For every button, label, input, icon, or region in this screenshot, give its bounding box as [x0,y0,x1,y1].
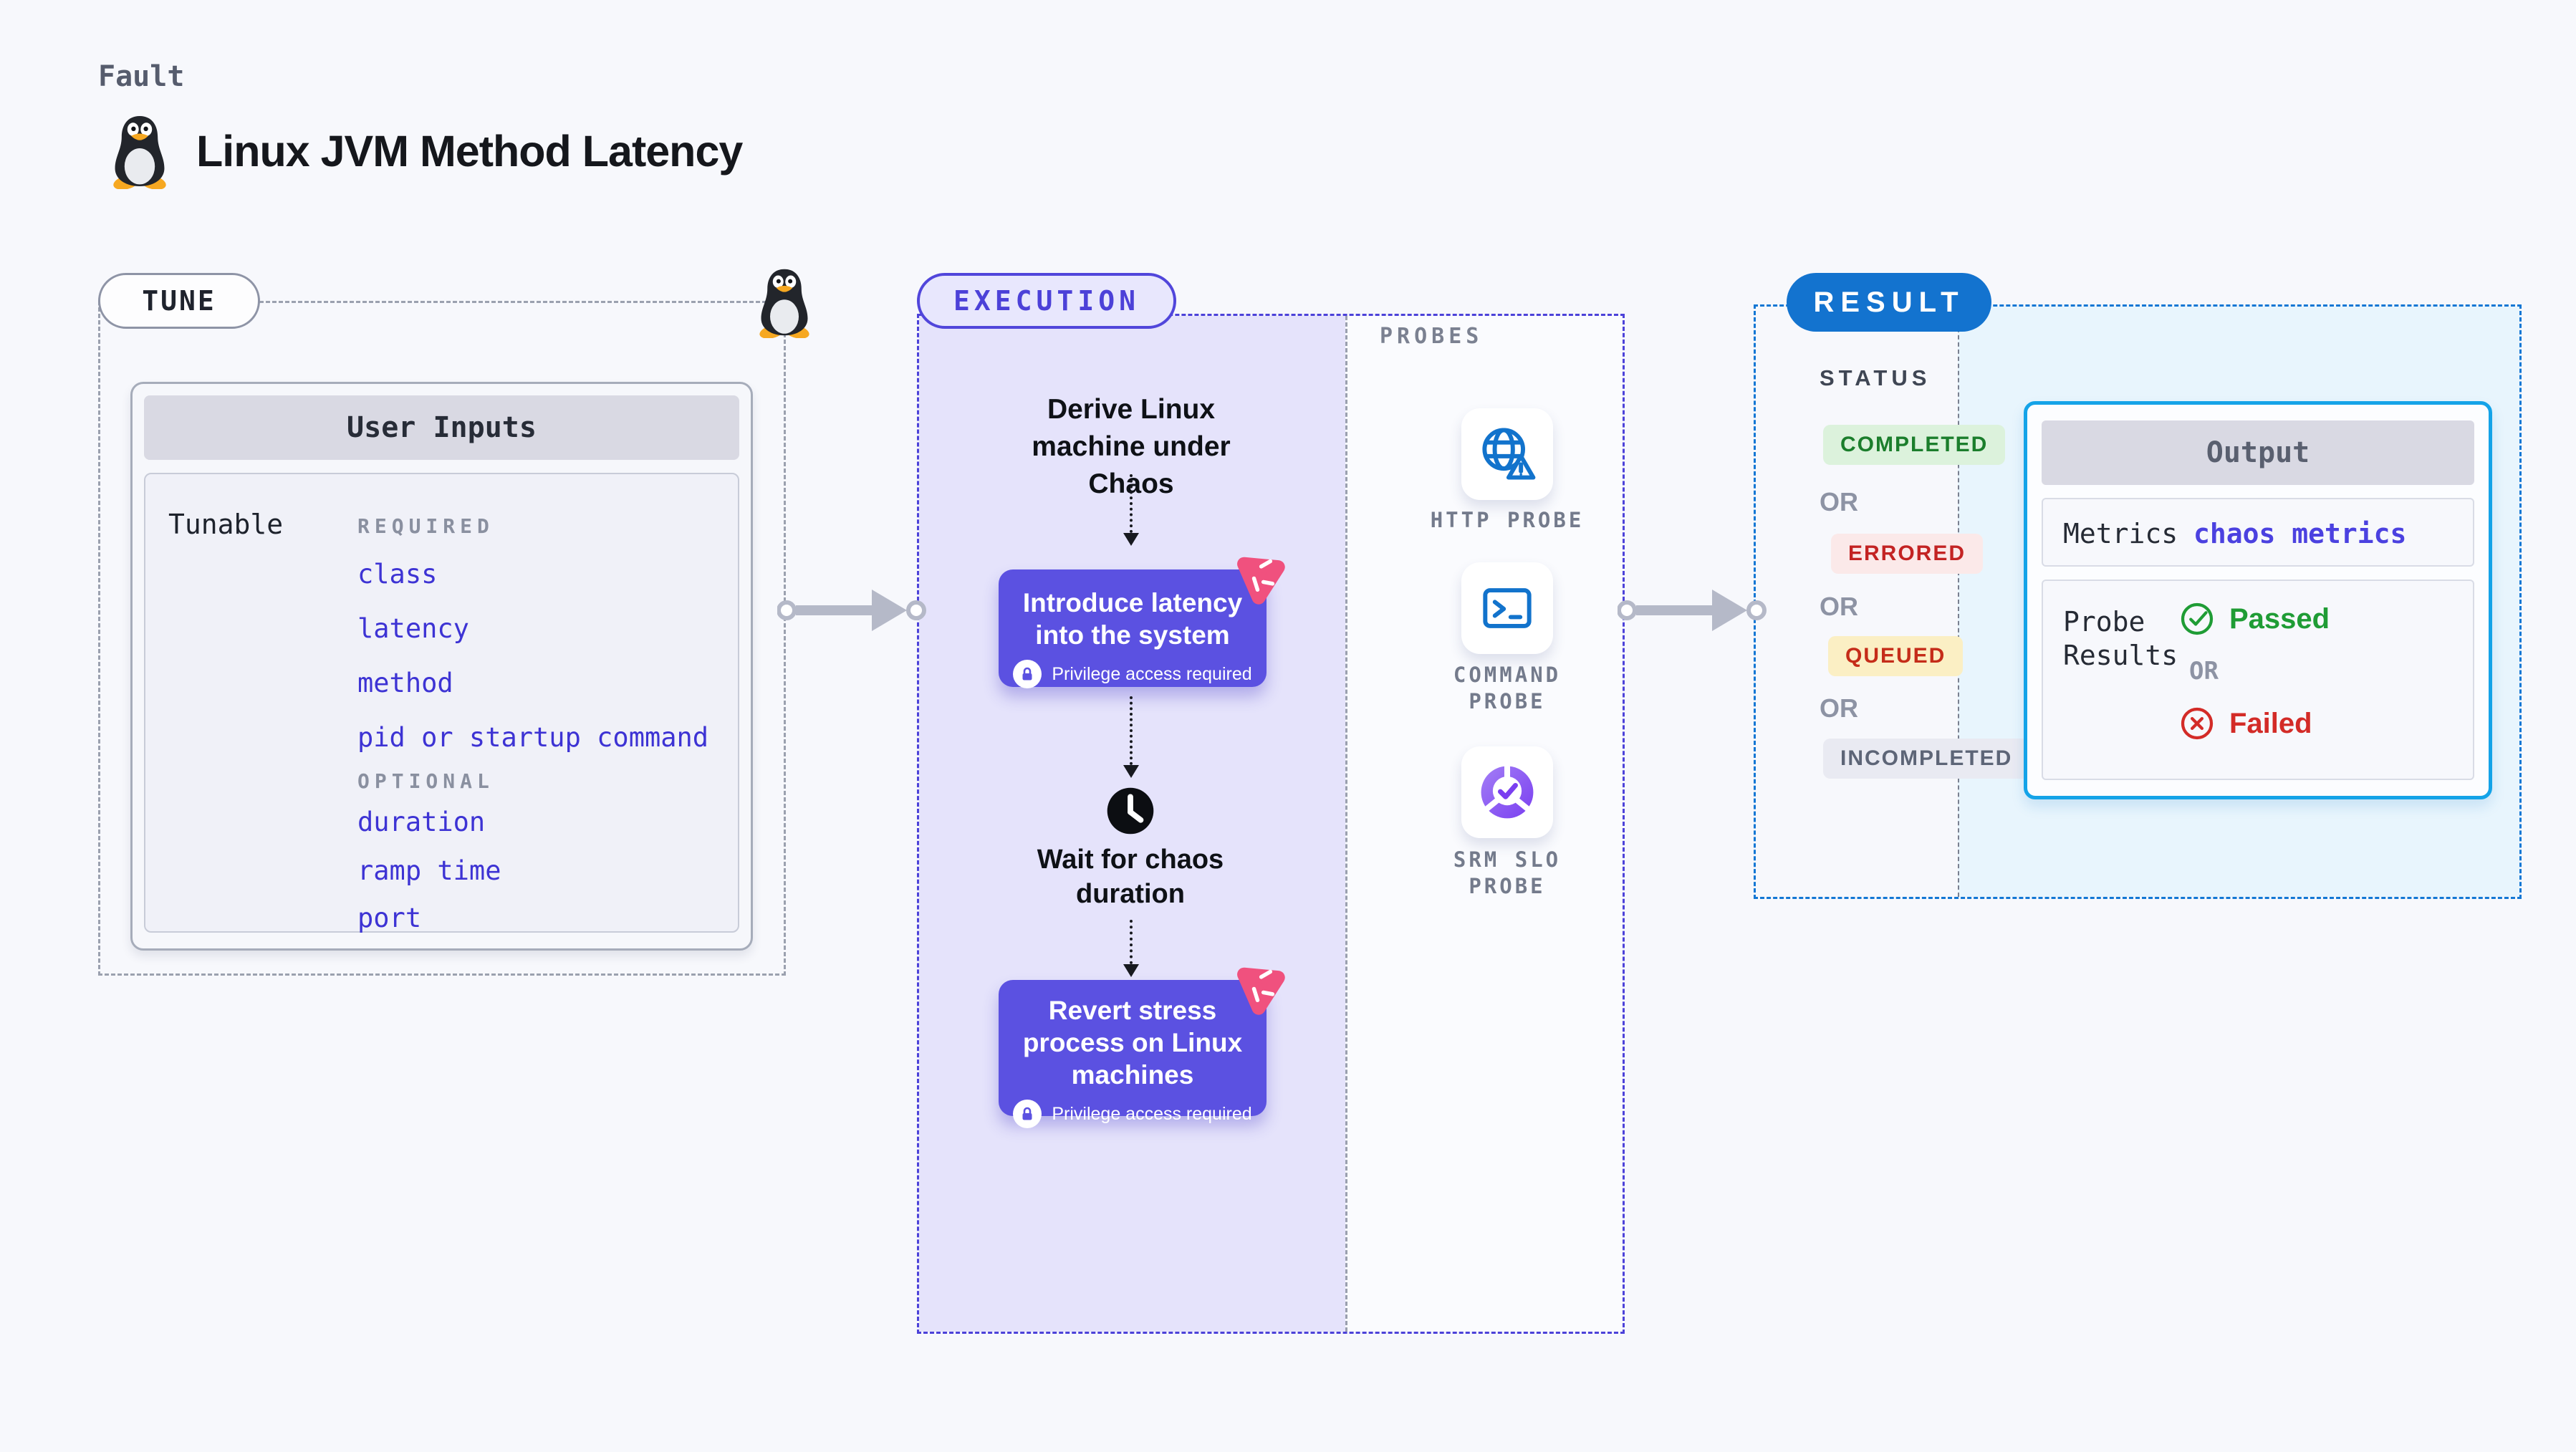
or-label: OR [1820,592,1858,621]
input-item: latency [357,613,469,644]
output-title: Output [2042,420,2474,485]
optional-label: OPTIONAL [357,769,494,793]
output-card: Output Metrics chaos metrics Probe Resul… [2024,401,2492,799]
page-title: Linux JVM Method Latency [196,127,743,176]
flow-arrow-down-icon [1123,920,1139,977]
flow-arrow-down-icon [1123,474,1139,546]
tune-section [98,301,786,976]
probe-results-row: Probe Results Passed OR Failed [2042,580,2474,780]
or-label: OR [2189,657,2219,686]
privilege-label: Privilege access required [1052,1103,1252,1124]
status-badge-incompleted: INCOMPLETED [1823,739,2030,779]
wait-step-text: Wait for chaos duration [1037,845,1224,909]
user-inputs-body: Tunable REQUIRED class latency method pi… [144,473,739,933]
status-label: STATUS [1820,365,1931,390]
failed-item: Failed [2179,706,2330,741]
tune-to-execution-arrow [777,590,926,631]
status-badge-completed: COMPLETED [1823,425,2006,465]
privilege-label: Privilege access required [1052,663,1252,684]
user-inputs-card: User Inputs Tunable REQUIRED class laten… [130,382,753,951]
command-probe-icon [1461,562,1553,654]
wait-clock-icon [1106,787,1155,835]
step-title: Revert stress process on Linux machines [1022,996,1243,1090]
fault-kicker: Fault [98,60,185,93]
status-badge-errored: ERRORED [1831,534,1984,574]
check-circle-icon [2181,602,2214,635]
passed-item: Passed [2179,601,2330,637]
tune-pill: TUNE [98,273,260,329]
input-item: port [357,903,422,933]
status-badge-queued: QUEUED [1828,636,1964,676]
srm-slo-probe-icon [1461,746,1553,838]
or-label: OR [1820,487,1858,516]
input-item: ramp time [357,855,501,886]
execution-pill: EXECUTION [917,273,1176,329]
metrics-row: Metrics chaos metrics [2042,498,2474,567]
user-inputs-title: User Inputs [144,395,739,460]
introduce-latency-step: Introduce latency into the system Privil… [999,569,1267,688]
result-pill: RESULT [1787,273,1991,332]
input-item: class [357,559,438,590]
chaos-fault-icon [1231,961,1289,1019]
step-title: Introduce latency into the system [1022,588,1243,650]
probe-results-label: Probe Results [2063,606,2178,671]
chaos-fault-icon [1231,550,1289,609]
probes-label: PROBES [1380,324,1484,349]
probe-label: HTTP PROBE [1430,508,1585,532]
linux-penguin-corner-icon [750,266,819,338]
lock-icon [1013,660,1042,688]
probe-label: COMMAND PROBE [1453,663,1562,713]
input-item: pid or startup command [357,722,709,753]
lock-icon [1013,1100,1042,1128]
probe-label: SRM SLO PROBE [1453,847,1562,898]
failed-label: Failed [2229,707,2312,739]
metrics-label: Metrics [2063,518,2178,549]
revert-stress-step: Revert stress process on Linux machines … [999,980,1267,1128]
linux-penguin-icon [106,113,173,189]
http-probe-icon [1461,408,1553,500]
flow-arrow-down-icon [1123,696,1139,778]
execution-to-result-arrow [1618,590,1767,631]
metrics-value: chaos metrics [2193,518,2407,549]
input-item: duration [357,807,486,837]
passed-label: Passed [2229,602,2330,635]
x-circle-icon [2181,707,2214,740]
required-label: REQUIRED [357,514,494,538]
input-item: method [357,668,453,698]
tunable-label: Tunable [168,509,284,540]
or-label: OR [1820,693,1858,723]
